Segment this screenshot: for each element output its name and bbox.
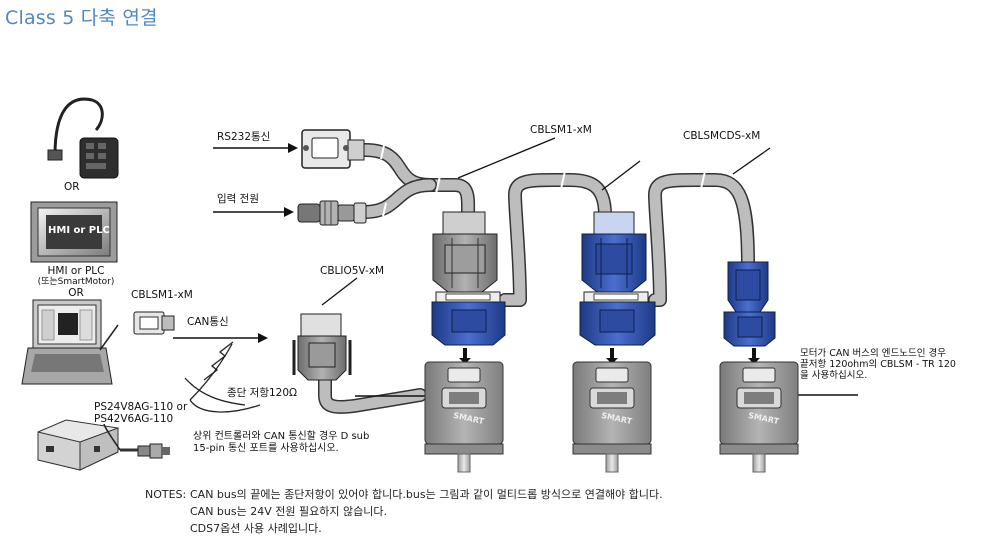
label-hmi-caption: HMI or PLC (또는SmartMotor) OR bbox=[30, 265, 122, 299]
notes-row-1: NOTES: CAN bus의 끝에는 종단저항이 있어야 합니다.bus는 그… bbox=[145, 486, 663, 503]
motor-2 bbox=[572, 361, 652, 473]
notes-line-3: CDS7옵션 사용 사례입니다. bbox=[190, 522, 322, 535]
page-title: Class 5 다축 연결 bbox=[5, 7, 158, 29]
cblio5v-connector bbox=[292, 313, 352, 381]
rs232-connector-icon bbox=[301, 129, 365, 169]
controller-note-line2: 15-pin 통신 포트를 사용하십시오. bbox=[193, 442, 339, 454]
label-termination: 종단 저항120Ω bbox=[227, 387, 298, 399]
notes-line-1: CAN bus의 끝에는 종단저항이 있어야 합니다.bus는 그림과 같이 멀… bbox=[190, 488, 663, 501]
label-cblsmcds: CBLSMCDS-xM bbox=[683, 130, 761, 142]
label-power-input: 입력 전원 bbox=[217, 193, 259, 205]
end-note-line2: 끝저항 120ohm의 CBLSM - TR 120 bbox=[800, 358, 956, 370]
cable-breaks bbox=[380, 140, 706, 222]
laptop-icon bbox=[21, 299, 119, 385]
power-supply-icon bbox=[37, 419, 170, 471]
down-arrows bbox=[459, 348, 760, 364]
controller-note-line1: 상위 컨트롤러와 CAN 통신할 경우 D sub bbox=[193, 431, 370, 442]
connector-stack-1 bbox=[431, 211, 506, 346]
notes-row-2: CAN bus는 24V 전원 필요하지 않습니다. bbox=[145, 503, 663, 520]
notes-heading: NOTES: bbox=[145, 488, 187, 501]
end-note-line1: 모터가 CAN 버스의 엔드노드인 경우 bbox=[800, 348, 946, 359]
label-can-comm: CAN통신 bbox=[187, 316, 229, 328]
hmi-caption-line2: (또는SmartMotor) bbox=[37, 277, 115, 288]
hmi-monitor-icon bbox=[30, 201, 118, 263]
end-note-line3: 을 사용하십시오. bbox=[800, 369, 868, 381]
hmi-caption-line1: HMI or PLC bbox=[47, 265, 105, 277]
notes-line-2: CAN bus는 24V 전원 필요하지 않습니다. bbox=[190, 505, 387, 518]
label-cblsm1-left: CBLSM1-xM bbox=[131, 289, 193, 301]
power-connector-icon bbox=[297, 200, 367, 226]
label-or-2: OR bbox=[68, 287, 84, 300]
motor-1 bbox=[424, 361, 504, 473]
label-or-1: OR bbox=[64, 181, 80, 193]
label-controller-note: 상위 컨트롤러와 CAN 통신할 경우 D sub 15-pin 통신 포트를 … bbox=[193, 431, 369, 454]
label-end-node-note: 모터가 CAN 버스의 엔드노드인 경우 끝저항 120ohm의 CBLSM -… bbox=[800, 348, 956, 382]
leader-lines bbox=[321, 137, 771, 306]
ps-line2: PS42V6AG-110 bbox=[94, 413, 174, 426]
termination-resistor-icon bbox=[184, 341, 261, 413]
cable-group bbox=[318, 143, 755, 414]
label-cblio5v: CBLIO5V-xM bbox=[320, 265, 385, 277]
notes-row-3: CDS7옵션 사용 사례입니다. bbox=[145, 520, 663, 537]
ps-line1: PS24V8AG-110 or bbox=[94, 401, 188, 413]
connector-stack-3 bbox=[723, 261, 776, 347]
cblsm1-left-connector-icon bbox=[133, 311, 175, 335]
label-rs232: RS232통신 bbox=[217, 131, 271, 143]
handheld-pendant-icon bbox=[47, 97, 119, 179]
label-cblsm1-top: CBLSM1-xM bbox=[530, 124, 592, 136]
label-power-supply: PS24V8AG-110 or PS42V6AG-110 bbox=[94, 401, 187, 425]
motor-3 bbox=[719, 361, 799, 473]
hmi-screen-text: HMI or PLC bbox=[48, 225, 110, 236]
notes-block: NOTES: CAN bus의 끝에는 종단저항이 있어야 합니다.bus는 그… bbox=[145, 486, 663, 537]
connector-stack-2 bbox=[579, 211, 656, 346]
